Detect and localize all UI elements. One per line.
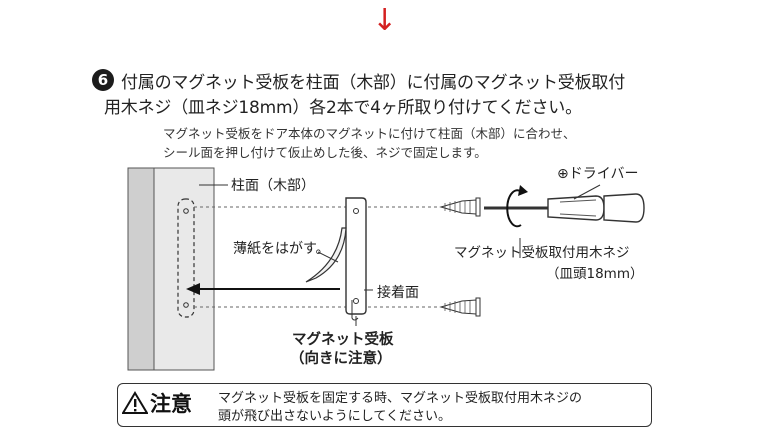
driver-leader-line: [573, 184, 601, 200]
adhesive-surface-label: 接着面: [377, 285, 419, 301]
caution-text-line1: マグネット受板を固定する時、マグネット受板取付用木ネジの: [218, 391, 583, 406]
screwdriver-illustration: [484, 193, 645, 223]
pillar-illustration: [127, 167, 215, 371]
step-description-line2: シール面を押し付けて仮止めした後、ネジで固定します。: [163, 145, 487, 160]
pillar-label: 柱面（木部）: [231, 178, 315, 194]
peel-leader-line: [317, 251, 339, 263]
driver-label: ⊕ドライバー: [557, 166, 639, 182]
warning-triangle-icon: [122, 391, 148, 414]
step-title-line2: 用木ネジ（皿ネジ18mm）各2本で4ヶ所取り付けてください。: [104, 98, 582, 118]
screw-bottom-illustration: [439, 297, 481, 317]
peel-paper-label: 薄紙をはがす。: [233, 241, 330, 257]
step-number-badge: 6: [92, 69, 114, 91]
caution-text-line2: 頭が飛び出さないようにしてください。: [218, 409, 451, 424]
magnet-plate-label: マグネット受板: [292, 332, 394, 348]
plate-outline-on-pillar: [177, 198, 195, 318]
caution-title: 注意: [150, 392, 192, 416]
magnet-plate-note-label: （向きに注意）: [290, 351, 392, 367]
screw-size-label: （皿頭18mm）: [546, 266, 644, 282]
magnet-plate-illustration: [305, 197, 367, 321]
down-arrow-icon: ↓: [372, 3, 398, 38]
rotation-arrow-icon: [506, 185, 528, 228]
screw-label: マグネット受板取付用木ネジ: [454, 245, 630, 261]
caution-box: [117, 383, 652, 427]
step-title-line1: 付属のマグネット受板を柱面（木部）に付属のマグネット受板取付: [121, 73, 625, 93]
step-description-line1: マグネット受板をドア本体のマグネットに付けて柱面（木部）に合わせ、: [163, 126, 576, 141]
push-arrow: [186, 283, 340, 295]
screw-top-illustration: [439, 197, 481, 217]
